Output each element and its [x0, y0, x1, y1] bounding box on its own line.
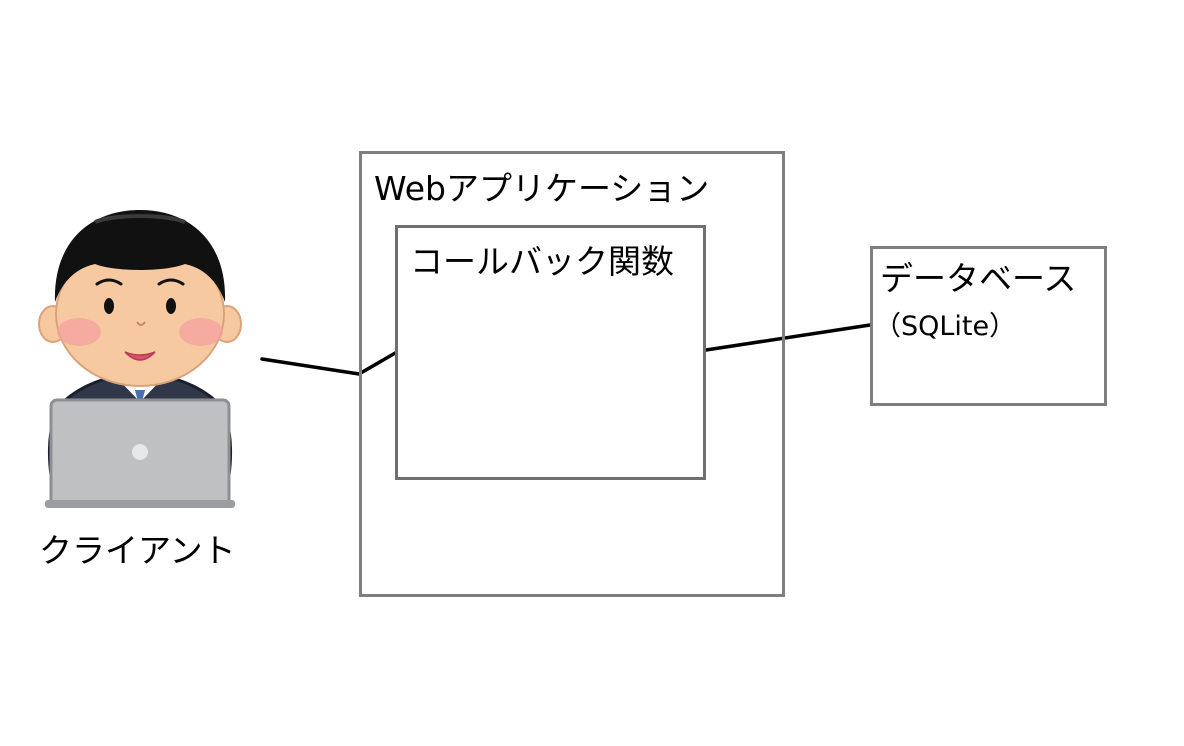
right-eyebrow	[157, 278, 185, 286]
hair	[54, 210, 226, 302]
database-sub-label: （SQLite）	[874, 311, 1017, 342]
laptop-base	[45, 500, 235, 508]
database-box	[870, 246, 1107, 406]
left-eye	[104, 298, 114, 314]
laptop-logo	[132, 444, 148, 460]
person-with-laptop-icon	[38, 210, 242, 508]
right-cheek	[179, 318, 223, 346]
database-label: データベース	[880, 259, 1077, 298]
nose	[136, 321, 146, 326]
web-application-label: Webアプリケーション	[374, 169, 710, 208]
right-eye	[166, 298, 176, 314]
left-cheek	[57, 318, 101, 346]
callback-function-box	[395, 225, 706, 480]
client-label: クライアント	[39, 531, 236, 570]
web-application-box	[359, 151, 785, 597]
callback-to-database-line	[704, 323, 872, 352]
left-eyebrow	[95, 278, 123, 286]
mouth	[124, 351, 156, 361]
hair-shine	[94, 214, 186, 224]
callback-function-label: コールバック関数	[410, 242, 674, 281]
